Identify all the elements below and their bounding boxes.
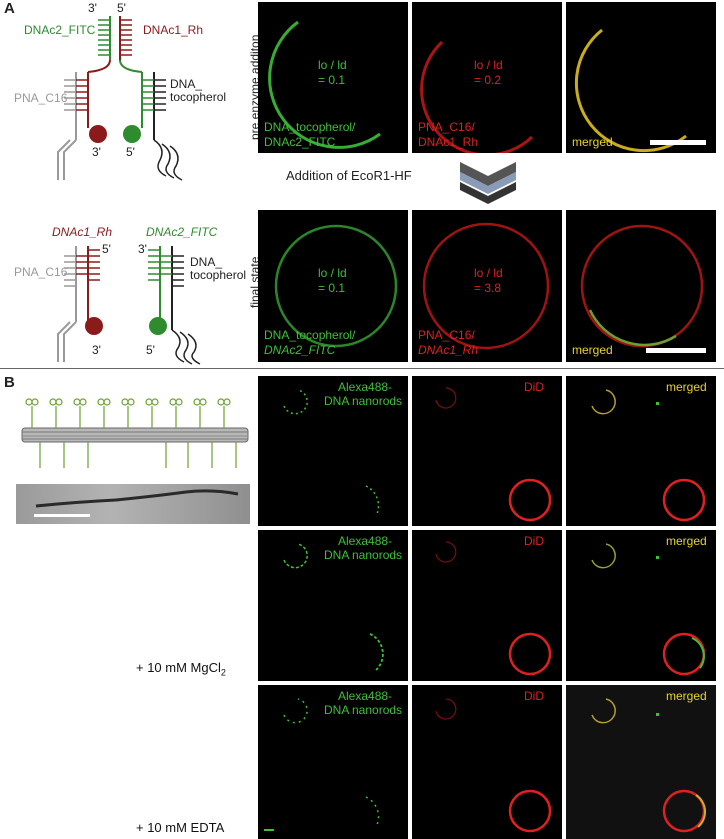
- image-pre-green: lo / ld = 0.1 DNA_tocopherol/ DNAc2_FITC: [258, 2, 408, 153]
- label-final-3prime-left: 3': [92, 343, 101, 357]
- image-b-r2-red: DiD: [412, 530, 562, 681]
- label-final-5prime-right: 5': [146, 343, 155, 357]
- label-final-5prime-left: 5': [102, 242, 111, 256]
- tem-image: [16, 484, 250, 524]
- label-final-dnac1-rh: DNAc1_Rh: [52, 225, 113, 239]
- image-b-r1-green: Alexa488- DNA nanorods: [258, 376, 408, 526]
- panel-divider: [0, 368, 724, 369]
- label-final-dnac2-fitc: DNAc2_FITC: [146, 225, 218, 239]
- image-b-r2-merged: merged: [566, 530, 716, 681]
- image-b-r1-merged: merged: [566, 376, 716, 526]
- label-3prime-bottom: 3': [92, 145, 101, 159]
- panel-letter-b: B: [4, 374, 15, 391]
- schematic-final-state: [57, 246, 201, 365]
- label-dna-tocopherol-1: DNA_: [170, 77, 203, 91]
- label-final-3prime-right: 3': [138, 242, 147, 256]
- scale-bar: [646, 348, 706, 353]
- image-final-red: lo / ld = 3.8 PNA_C16/ DNAc1_Rh: [412, 210, 562, 362]
- nanorod-schematic: [21, 398, 249, 468]
- label-dnac2-fitc: DNAc2_FITC: [24, 23, 96, 37]
- schematic-pre-enzyme: [57, 16, 183, 181]
- enzyme-addition-label: Addition of EcoR1-HF: [286, 168, 412, 183]
- panel-letter-a: A: [4, 0, 15, 17]
- label-final-pna-c16: PNA_C16: [14, 265, 68, 279]
- label-dna-tocopherol-2: tocopherol: [170, 90, 227, 104]
- image-b-r3-green: Alexa488- DNA nanorods: [258, 685, 408, 839]
- label-dnac1-rh: DNAc1_Rh: [143, 23, 204, 37]
- image-b-r2-green: Alexa488- DNA nanorods: [258, 530, 408, 681]
- label-pna-c16: PNA_C16: [14, 91, 68, 105]
- condition-edta: + 10 mM EDTA: [136, 820, 225, 835]
- image-b-r3-merged: merged: [566, 685, 716, 839]
- image-final-green: lo / ld = 0.1 DNA_tocopherol/ DNAc2_FITC: [258, 210, 408, 362]
- image-final-merged: merged: [566, 210, 716, 362]
- image-pre-merged: merged: [566, 2, 716, 153]
- image-b-r3-red: DiD: [412, 685, 562, 839]
- label-final-dna-2: tocopherol: [190, 268, 247, 282]
- scale-bar: [650, 140, 706, 145]
- label-3prime-top: 3': [88, 1, 97, 15]
- chevron-down-icon: [460, 162, 516, 204]
- label-final-dna-1: DNA_: [190, 255, 223, 269]
- label-5prime-top: 5': [117, 1, 126, 15]
- condition-mgcl2: + 10 mM MgCl2: [136, 660, 226, 678]
- image-pre-red: lo / ld = 0.2 PNA_C16/ DNAc1_Rh: [412, 2, 562, 153]
- image-b-r1-red: DiD: [412, 376, 562, 526]
- label-5prime-bottom: 5': [126, 145, 135, 159]
